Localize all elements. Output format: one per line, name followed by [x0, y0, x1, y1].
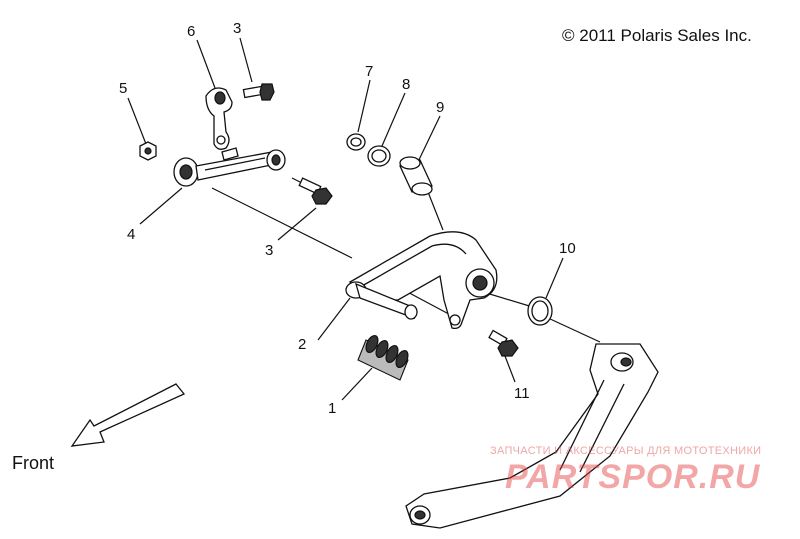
part-3-bolt-lower: [298, 177, 333, 205]
part-6-link-clamp: [205, 87, 233, 150]
part-4-tie-rod: [173, 147, 286, 187]
callout-3-top: 3: [233, 20, 241, 37]
brake-pedal: [405, 343, 659, 529]
callout-2: 2: [298, 336, 306, 353]
leader-lines: [127, 37, 564, 401]
callout-numbers: 6 3 5 4 3 7 8 9 10 2 11 1: [119, 20, 576, 417]
part-10-washer: [527, 296, 553, 326]
part-11-bolt: [488, 329, 519, 357]
part-2-pivot-arm: [345, 231, 498, 330]
callout-5: 5: [119, 80, 127, 97]
callout-10: 10: [559, 240, 576, 257]
callout-9: 9: [436, 99, 444, 116]
front-label: Front: [12, 453, 55, 473]
part-7-washer: [346, 133, 366, 151]
callout-11: 11: [514, 385, 530, 402]
front-direction-arrow: [70, 383, 186, 447]
watermark-tagline: ЗАПЧАСТИ И АКСЕССУАРЫ ДЛЯ МОТОТЕХНИКИ: [490, 445, 762, 457]
callout-8: 8: [402, 76, 410, 93]
part-5-nut: [139, 141, 157, 161]
callout-1: 1: [328, 400, 336, 417]
callout-4: 4: [127, 226, 135, 243]
copyright-notice: © 2011 Polaris Sales Inc.: [562, 26, 752, 45]
part-9-bushing: [399, 156, 433, 196]
callout-3-lower: 3: [265, 242, 273, 259]
watermark-logo: PARTSPOR.RU: [505, 458, 761, 496]
part-1-spring: [357, 334, 409, 381]
part-3-bolt-top: [242, 83, 275, 101]
part-8-ring: [367, 145, 391, 167]
callout-7: 7: [365, 63, 373, 80]
callout-6: 6: [187, 23, 195, 40]
